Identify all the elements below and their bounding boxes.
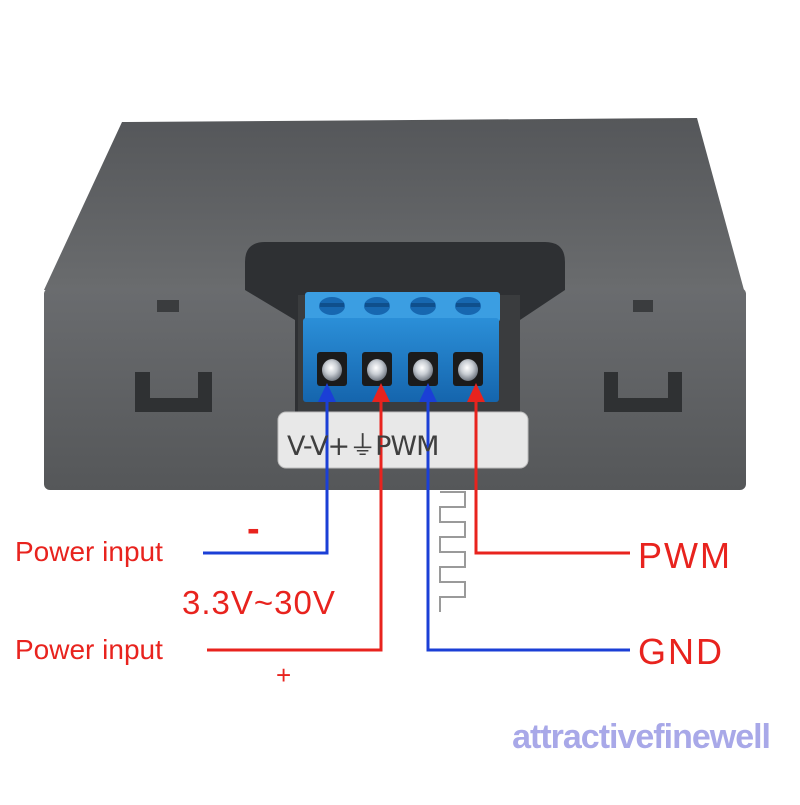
voltage-range-label: 3.3V~30V [182, 584, 336, 621]
power-input-plus-label: Power input [15, 634, 163, 665]
wire-v-plus [207, 383, 390, 652]
pwm-waveform [439, 491, 466, 612]
power-input-minus-label: Power input [15, 536, 163, 567]
wire-gnd [419, 383, 630, 652]
terminal-screws [319, 297, 481, 315]
terminal-openings [317, 352, 483, 386]
clip-right [604, 372, 682, 412]
wire-pwm [467, 383, 630, 555]
wire-v-minus [203, 383, 336, 555]
terminal-block [303, 318, 499, 402]
plus-sign: + [276, 660, 292, 690]
watermark: attractivefinewell [512, 718, 771, 756]
terminal-block-top [305, 292, 500, 322]
pin-label-plate [277, 411, 529, 469]
minus-sign: - [247, 508, 260, 550]
pin-label: V-V+⏚PWM [287, 431, 439, 462]
clip-left [135, 372, 212, 412]
slot-right [633, 300, 653, 312]
pwm-callout-label: PWM [638, 535, 732, 576]
case-top [44, 118, 744, 290]
gnd-callout-label: GND [638, 631, 724, 672]
slot-left [157, 300, 179, 312]
